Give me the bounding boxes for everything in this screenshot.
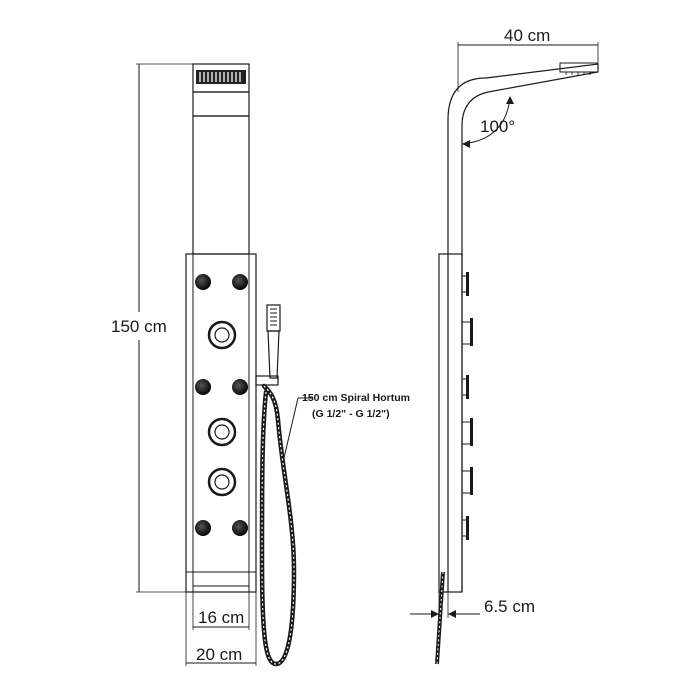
side-jet-fitting [461, 272, 469, 296]
body-jet-nozzle [232, 379, 248, 395]
hand-shower [255, 304, 281, 386]
body-jets [195, 274, 248, 536]
front-view: 150 cm Spiral Hortum (G 1/2" - G 1/2") 1… [111, 63, 410, 667]
hose-label-line2: (G 1/2" - G 1/2") [312, 408, 390, 420]
hand-shower-holder [255, 375, 279, 386]
body-jet-nozzle [232, 274, 248, 290]
side-fittings [461, 272, 473, 540]
side-knob-fitting [461, 467, 473, 495]
body-jet-nozzle [232, 520, 248, 536]
side-view: 40 cm 100° 6.5 cm [410, 26, 599, 665]
side-lower-panel [438, 253, 463, 593]
height-label: 150 cm [111, 317, 167, 336]
control-knob [207, 320, 237, 350]
reach-label: 40 cm [504, 26, 550, 45]
side-jet-fitting [461, 516, 469, 540]
spiral-hose [259, 383, 297, 667]
body-jet-nozzle [195, 379, 211, 395]
control-knob [207, 417, 237, 447]
width-dimensions: 16 cm 20 cm [185, 592, 257, 666]
depth-label: 6.5 cm [484, 597, 535, 616]
inner-width-label: 16 cm [198, 608, 244, 627]
hose-leader-line [283, 397, 299, 459]
hose-label-line1: 150 cm Spiral Hortum [302, 392, 410, 404]
side-rain-head [559, 62, 599, 73]
outer-width-label: 20 cm [196, 645, 242, 664]
angle-marker: 100° [461, 96, 515, 148]
side-knob-fitting [461, 318, 473, 346]
height-dimension: 150 cm [111, 63, 193, 593]
front-lower-panel [185, 253, 257, 593]
body-jet-nozzle [195, 274, 211, 290]
angle-label: 100° [480, 117, 515, 136]
body-jet-nozzle [195, 520, 211, 536]
control-knobs [207, 320, 237, 497]
control-knob [207, 467, 237, 497]
front-rain-head [192, 63, 250, 93]
front-upper-column [192, 115, 250, 255]
depth-dimension: 6.5 cm [410, 592, 535, 618]
reach-dimension: 40 cm [457, 26, 599, 92]
side-knob-fitting [461, 418, 473, 446]
side-jet-fitting [461, 375, 469, 399]
front-upper-cap [192, 91, 250, 117]
